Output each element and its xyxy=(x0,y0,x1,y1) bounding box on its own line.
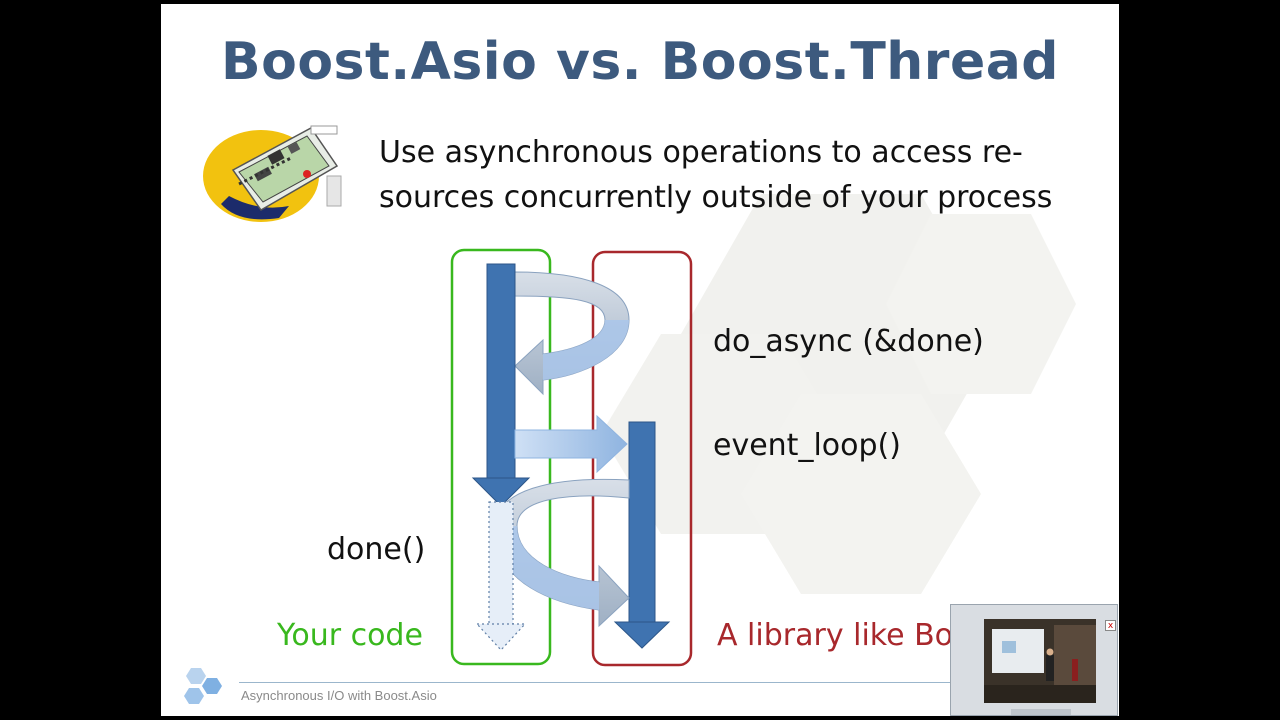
done-dotted-arrow xyxy=(475,501,527,651)
event-loop-label: event_loop() xyxy=(713,428,901,463)
do-async-curl-arrow xyxy=(514,271,630,396)
video-pip-window[interactable]: x xyxy=(950,604,1118,716)
slide-title: Boost.Asio vs. Boost.Thread xyxy=(220,32,1060,92)
circuit-board-icon xyxy=(203,125,342,222)
close-icon: x xyxy=(1107,621,1114,631)
bullet-line-1: Use asynchronous operations to access re… xyxy=(379,135,1023,170)
slide: Boost.Asio vs. Boost.Thread Use asynchro… xyxy=(161,4,1119,716)
hexagon-watermark xyxy=(601,194,1076,594)
async-flow-diagram xyxy=(450,248,693,667)
library-main-arrow xyxy=(613,421,671,649)
presenter-scene xyxy=(984,619,1096,703)
event-loop-arrow xyxy=(514,414,628,474)
hexagon-logo-icon xyxy=(184,668,222,704)
bullet-text: Use asynchronous operations to access re… xyxy=(379,130,1099,220)
do-async-label: do_async (&done) xyxy=(713,324,984,359)
done-label: done() xyxy=(327,532,426,567)
footer-divider xyxy=(239,682,1034,683)
your-code-main-arrow xyxy=(471,263,531,507)
callback-curl-arrow xyxy=(494,478,630,628)
pip-close-button[interactable]: x xyxy=(1105,620,1116,631)
pip-controls-bar[interactable] xyxy=(1011,709,1071,715)
your-code-label: Your code xyxy=(277,618,423,653)
footer-text: Asynchronous I/O with Boost.Asio xyxy=(241,688,437,703)
speaker-video[interactable] xyxy=(984,619,1096,703)
bullet-line-2: sources concurrently outside of your pro… xyxy=(379,180,1053,215)
